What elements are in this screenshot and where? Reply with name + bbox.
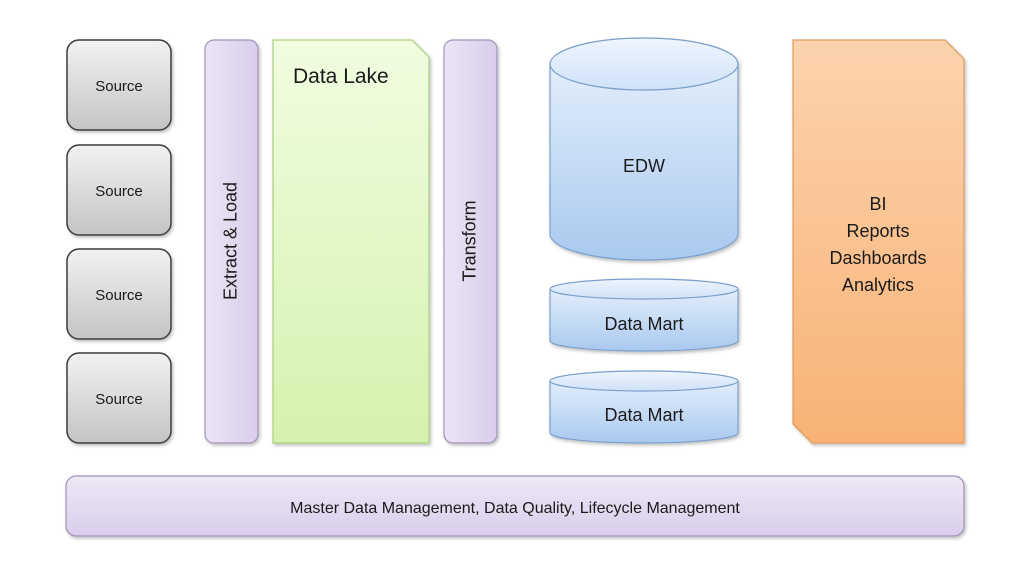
data-lake-label: Data Lake (293, 65, 389, 88)
bi-line-3: Dashboards (829, 248, 926, 268)
transform-bar: Transform (443, 39, 498, 444)
source-box-1: Source (66, 39, 172, 131)
source-box-3: Source (66, 248, 172, 340)
source-box-2: Source (66, 144, 172, 236)
data-mart-label: Data Mart (604, 405, 683, 425)
data-lake-panel: Data Lake (272, 39, 430, 444)
source-label: Source (95, 391, 143, 408)
source-box-4: Source (66, 352, 172, 444)
bi-line-2: Reports (846, 221, 909, 241)
bi-line-4: Analytics (842, 275, 914, 295)
bi-line-1: BI (869, 194, 886, 214)
data-mart-label: Data Mart (604, 314, 683, 334)
transform-label: Transform (459, 200, 479, 281)
extract-load-bar: Extract & Load (204, 39, 259, 444)
master-data-label: Master Data Management, Data Quality, Li… (290, 500, 740, 517)
data-mart-cylinder-2: Data Mart (549, 370, 739, 444)
edw-label: EDW (623, 156, 665, 176)
data-mart-cylinder-1: Data Mart (549, 278, 739, 352)
source-label: Source (95, 287, 143, 304)
master-data-bar: Master Data Management, Data Quality, Li… (65, 475, 965, 537)
bi-panel: BI Reports Dashboards Analytics (792, 39, 965, 444)
source-label: Source (95, 78, 143, 95)
edw-cylinder: EDW (549, 37, 739, 261)
source-label: Source (95, 183, 143, 200)
extract-load-label: Extract & Load (220, 182, 240, 300)
